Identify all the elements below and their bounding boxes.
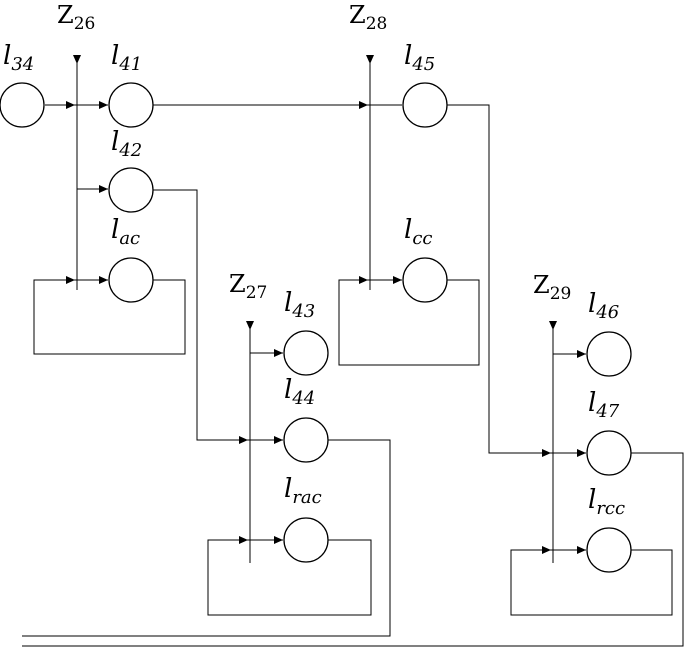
arrow-right — [274, 436, 283, 444]
arrow-right — [99, 185, 108, 193]
arrow-right — [577, 350, 586, 358]
arrow-right — [577, 546, 586, 554]
label-l47: l47 — [588, 388, 620, 422]
gate-arrow-z26 — [73, 55, 81, 64]
node-l45 — [402, 82, 448, 128]
label-lcc: lcc — [404, 215, 433, 249]
nodes — [0, 82, 632, 573]
arrow-right — [274, 536, 283, 544]
loop-lrac — [207, 539, 372, 616]
gate-arrow-z27 — [246, 321, 254, 330]
arrow-right — [66, 101, 75, 109]
wire-l45-l47 — [447, 104, 586, 454]
arrow-right — [577, 449, 586, 457]
wire-to-l42 — [76, 105, 108, 190]
arrow-right — [239, 536, 248, 544]
node-l34 — [0, 82, 45, 128]
loop-lrcc — [510, 549, 673, 616]
node-lrac — [283, 517, 329, 563]
arrow-right — [542, 546, 551, 554]
arrowheads — [66, 55, 586, 554]
loop-lac — [33, 279, 186, 355]
gate-arrow-z28 — [366, 55, 374, 64]
label-l42: l42 — [111, 127, 142, 161]
gate-labels: Z26 Z28 Z27 Z29 — [57, 1, 571, 304]
arrow-right — [99, 101, 108, 109]
arrow-right — [274, 349, 283, 357]
node-l46 — [586, 331, 632, 377]
label-l41: l41 — [111, 41, 142, 75]
wire-l42-l44 — [153, 189, 283, 441]
node-lac — [108, 257, 154, 303]
label-l46: l46 — [588, 289, 619, 323]
loop-lcc — [338, 279, 480, 366]
gate-label-z28: Z28 — [349, 1, 387, 34]
node-l44 — [283, 417, 329, 463]
return-l44 — [22, 439, 391, 637]
label-lrac: lrac — [284, 474, 322, 508]
label-l45: l45 — [404, 41, 435, 75]
arrow-right — [99, 276, 108, 284]
node-l47 — [586, 430, 632, 476]
arrow-right — [393, 276, 402, 284]
gate-label-z26: Z26 — [57, 1, 95, 34]
gate-label-z27: Z27 — [229, 270, 267, 303]
gate-label-z29: Z29 — [533, 271, 571, 304]
node-labels: l34 l41 l42 lac l45 lcc l43 l44 lrac l46… — [3, 41, 625, 519]
node-l43 — [283, 330, 329, 376]
node-l41 — [108, 82, 154, 128]
arrow-right — [359, 276, 368, 284]
gate-arrow-z29 — [549, 321, 557, 330]
node-l42 — [108, 167, 154, 213]
label-l44: l44 — [284, 375, 315, 409]
label-lac: lac — [111, 215, 140, 249]
arrow-right — [66, 276, 75, 284]
label-l34: l34 — [3, 41, 34, 75]
arrow-right — [542, 449, 551, 457]
node-lcc — [402, 257, 448, 303]
arrow-right — [239, 436, 248, 444]
return-l47 — [22, 452, 684, 647]
label-lrcc: lrcc — [588, 485, 625, 519]
node-lrcc — [586, 527, 632, 573]
arrow-right — [359, 101, 368, 109]
label-l43: l43 — [284, 288, 315, 322]
